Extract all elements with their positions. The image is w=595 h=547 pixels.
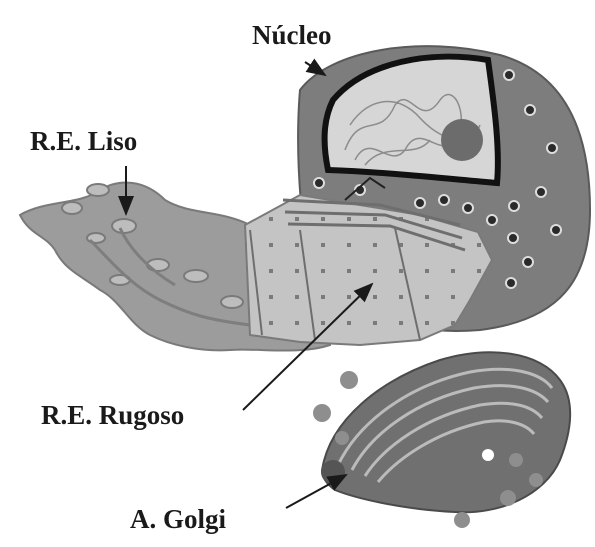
smooth-er-label: R.E. Liso: [30, 128, 137, 155]
nucleus-arrow: [305, 62, 325, 75]
golgi-label: A. Golgi: [130, 506, 226, 533]
nucleus-label: Núcleo: [252, 22, 331, 49]
golgi-apparatus: [321, 352, 570, 512]
rough-er-label: R.E. Rugoso: [41, 402, 184, 429]
nucleolus: [441, 119, 483, 161]
